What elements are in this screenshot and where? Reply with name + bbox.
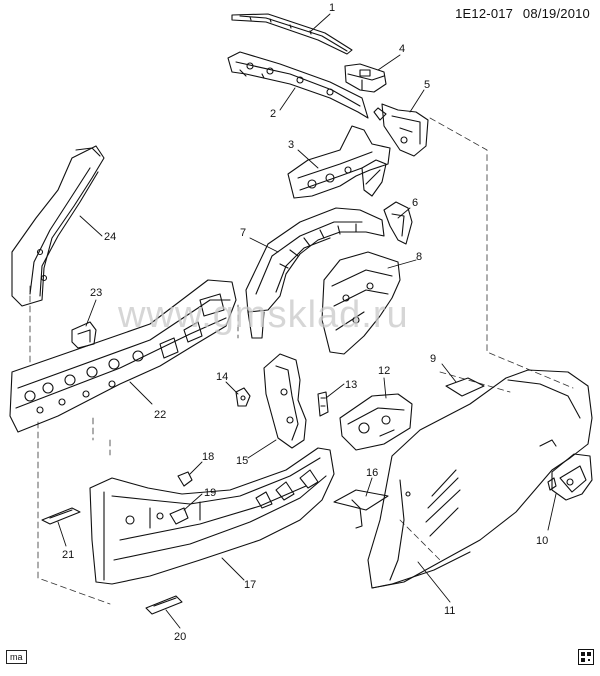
- callout-6: 6: [412, 197, 418, 209]
- callout-15: 15: [236, 455, 248, 467]
- part-12: [339, 393, 413, 451]
- callout-21: 21: [62, 549, 74, 561]
- part-10: [547, 453, 593, 501]
- part-3: [287, 125, 391, 199]
- callout-13: 13: [345, 379, 357, 391]
- part-1: [231, 13, 353, 55]
- part-21: [41, 507, 81, 525]
- part-11: [367, 369, 593, 589]
- callout-3: 3: [288, 139, 294, 151]
- callout-1: 1: [329, 2, 335, 14]
- part-6: [383, 201, 413, 245]
- callout-8: 8: [416, 251, 422, 263]
- part-2: [227, 51, 369, 119]
- callout-5: 5: [424, 79, 430, 91]
- callout-19: 19: [204, 487, 216, 499]
- part-19: [169, 507, 189, 525]
- callout-10: 10: [536, 535, 548, 547]
- part-14: [235, 387, 251, 407]
- callout-7: 7: [240, 227, 246, 239]
- callout-16: 16: [366, 467, 378, 479]
- part-8: [321, 251, 401, 355]
- callout-2: 2: [270, 108, 276, 120]
- part-13: [317, 391, 329, 417]
- part-22: [9, 279, 237, 433]
- part-18: [177, 471, 193, 487]
- callout-11: 11: [444, 605, 455, 617]
- callout-23: 23: [90, 287, 102, 299]
- watermark-text: www.gmsklad.ru: [118, 294, 409, 336]
- callout-labels: 1 2 3 4 5 6 7 8 9 10 11 12 13 14 15 16 1…: [62, 2, 548, 643]
- diagram-code: 1E12-017: [455, 6, 514, 21]
- leader-lines: [57, 13, 557, 629]
- corner-stamp-icon: [578, 649, 594, 665]
- callout-12: 12: [378, 365, 390, 377]
- callout-24: 24: [104, 231, 116, 243]
- part-9: [445, 377, 485, 397]
- callout-14: 14: [216, 371, 228, 383]
- diagram-header: 1E12-017 08/19/2010: [449, 6, 590, 21]
- callout-9: 9: [430, 353, 436, 365]
- part-17: [89, 447, 335, 585]
- part-16: [333, 489, 389, 529]
- callout-17: 17: [244, 579, 256, 591]
- callout-18: 18: [202, 451, 214, 463]
- corner-tag: ma: [6, 650, 27, 664]
- callout-4: 4: [399, 43, 405, 55]
- part-7: [245, 207, 385, 339]
- part-15: [263, 353, 307, 449]
- part-20: [145, 595, 183, 615]
- callout-22: 22: [154, 409, 166, 421]
- part-24: [11, 145, 105, 307]
- callout-20: 20: [174, 631, 186, 643]
- diagram-date: 08/19/2010: [522, 6, 590, 21]
- part-5: [373, 103, 429, 157]
- part-4: [344, 63, 387, 93]
